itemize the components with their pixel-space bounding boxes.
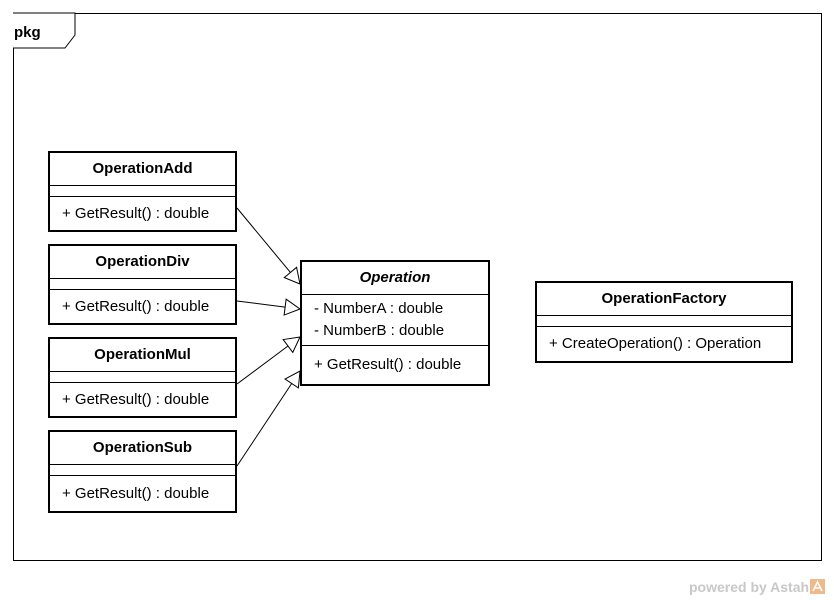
class-name: OperationDiv	[50, 246, 235, 279]
operation: + GetResult() : double	[62, 205, 210, 222]
frame-label-tab	[13, 12, 76, 49]
operation: + GetResult() : double	[62, 485, 210, 502]
watermark-text: powered by Astah	[689, 579, 810, 595]
class-box-operation[interactable]: Operation - NumberA : double - NumberB : d…	[300, 260, 490, 386]
generalization-arrowhead-operation-div	[283, 298, 302, 316]
class-name: OperationSub	[50, 432, 235, 465]
class-name: OperationFactory	[537, 283, 791, 316]
watermark: powered by Astah	[689, 578, 826, 596]
operation: + CreateOperation() : Operation	[549, 335, 762, 352]
generalization-edges	[236, 207, 302, 467]
attribute-compartment	[50, 465, 235, 476]
attribute: - NumberB : double	[314, 322, 445, 339]
class-name: OperationAdd	[50, 153, 235, 186]
attribute-compartment	[50, 279, 235, 290]
operation-compartment: + GetResult() : double	[50, 290, 235, 323]
class-box-operation-factory[interactable]: OperationFactory + CreateOperation() : Op…	[535, 281, 793, 363]
class-box-operation-add[interactable]: OperationAdd + GetResult() : double	[48, 151, 237, 232]
attribute-compartment	[537, 316, 791, 327]
operation: + GetResult() : double	[62, 298, 210, 315]
operation-compartment: + GetResult() : double	[50, 197, 235, 230]
operation: + GetResult() : double	[62, 391, 210, 408]
astah-logo-icon	[810, 579, 826, 594]
class-name: OperationMul	[50, 339, 235, 372]
class-box-operation-mul[interactable]: OperationMul + GetResult() : double	[48, 337, 237, 418]
generalization-line-operation-div[interactable]	[236, 300, 286, 308]
class-box-operation-sub[interactable]: OperationSub + GetResult() : double	[48, 430, 237, 513]
operation-compartment: + GetResult() : double	[50, 476, 235, 511]
generalization-line-operation-sub[interactable]	[236, 383, 293, 467]
operation-compartment: + CreateOperation() : Operation	[537, 327, 791, 361]
class-box-operation-div[interactable]: OperationDiv + GetResult() : double	[48, 244, 237, 325]
operation-compartment: + GetResult() : double	[50, 383, 235, 416]
generalization-line-operation-add[interactable]	[236, 207, 291, 273]
class-name: Operation	[302, 262, 488, 295]
generalization-arrowhead-operation-add	[283, 266, 301, 285]
attribute-compartment: - NumberA : double - NumberB : double	[302, 295, 488, 346]
attribute-compartment	[50, 186, 235, 197]
attribute-compartment	[50, 372, 235, 383]
attribute: - NumberA : double	[314, 300, 444, 317]
frame-label: pkg	[14, 24, 41, 41]
generalization-line-operation-mul[interactable]	[236, 345, 289, 385]
operation: + GetResult() : double	[314, 356, 462, 373]
operation-compartment: + GetResult() : double	[302, 346, 488, 384]
generalization-arrowhead-operation-sub	[284, 370, 301, 389]
generalization-arrowhead-operation-mul	[282, 336, 301, 354]
